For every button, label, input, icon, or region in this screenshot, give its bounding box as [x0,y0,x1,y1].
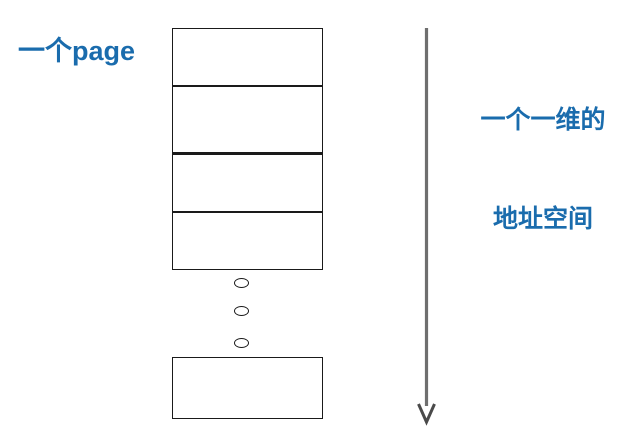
page-frame-4 [172,211,323,270]
address-space-label-line2: 地址空间 [492,205,593,233]
page-frame-2 [172,85,323,153]
page-frame-last [172,357,323,419]
address-space-label-line1: 一个一维的 [480,106,606,134]
page-label: 一个page [18,36,136,66]
address-space-arrow-icon [417,28,436,426]
page-frame-3 [172,152,323,212]
memory-column [172,28,323,270]
ellipsis-dot-2 [234,306,249,316]
ellipsis-dot-3 [234,338,249,348]
page-frame-1 [172,28,323,86]
ellipsis-dot-1 [234,278,249,288]
address-space-label: 一个一维的 地址空间 [455,38,631,302]
